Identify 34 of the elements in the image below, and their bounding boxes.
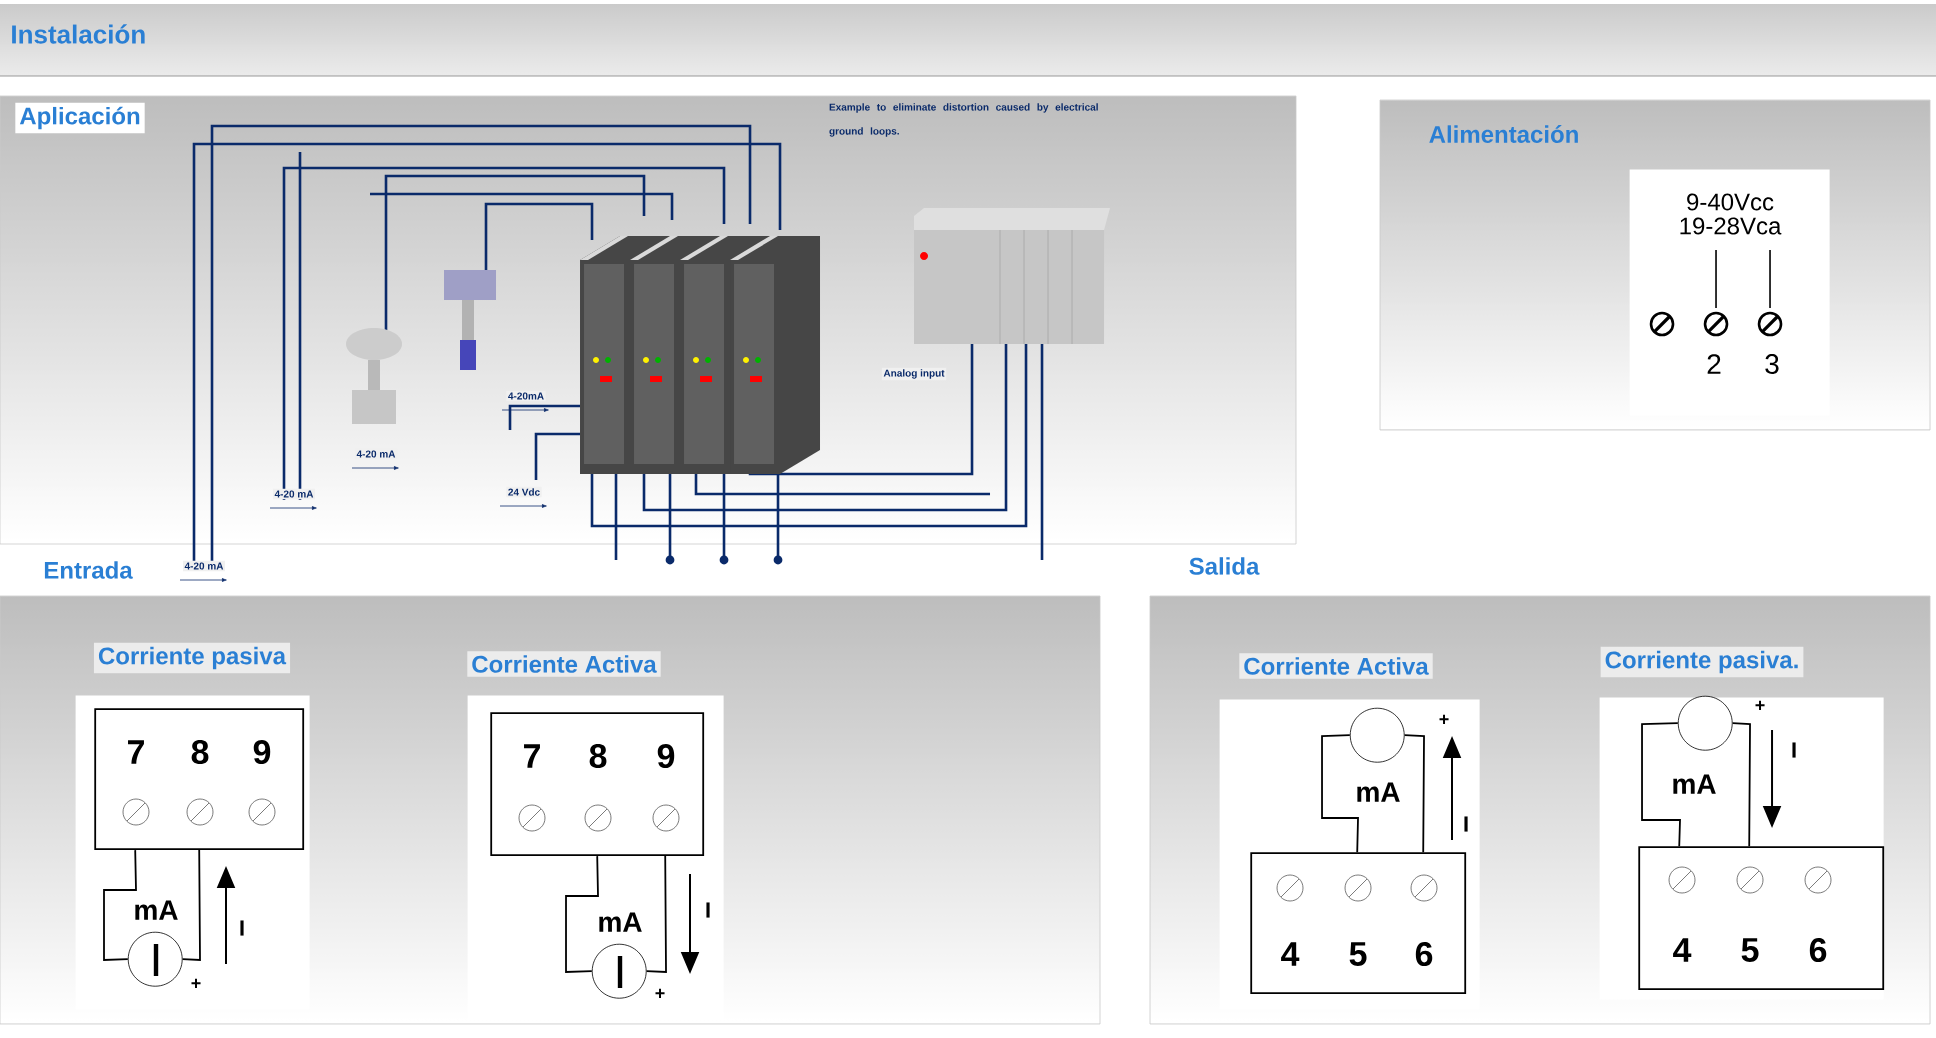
wire bbox=[565, 855, 599, 973]
meter-label: mA bbox=[599, 912, 642, 932]
wire bbox=[103, 849, 137, 961]
node-label: Corriente Activa bbox=[472, 655, 657, 673]
wire bbox=[1321, 734, 1359, 854]
wire bbox=[1641, 722, 1681, 848]
current-label: I bbox=[706, 902, 710, 918]
polarity-sign: + bbox=[191, 978, 201, 988]
wire bbox=[1403, 734, 1425, 854]
polarity-sign: + bbox=[1439, 714, 1449, 724]
wire bbox=[181, 849, 201, 961]
current-label: I bbox=[240, 920, 244, 936]
node-label: Corriente pasiva. bbox=[1605, 650, 1798, 674]
meter-label: mA bbox=[1357, 782, 1400, 802]
polarity-sign: + bbox=[1755, 700, 1765, 710]
meter-label: mA bbox=[135, 900, 178, 920]
wire bbox=[1731, 722, 1751, 848]
node-label: Corriente pasiva bbox=[98, 646, 287, 670]
node-label: Salida bbox=[1189, 557, 1260, 575]
meter-label: mA bbox=[1673, 774, 1716, 794]
current-label: I bbox=[1792, 742, 1796, 758]
node-label: Corriente Activa bbox=[1244, 657, 1429, 675]
terminal-block: 7 8 9 bbox=[94, 708, 305, 851]
node-label: 9-40Vcc 19-28Vca bbox=[1680, 193, 1782, 235]
terminal-number: 3 bbox=[1765, 354, 1779, 374]
terminal-block: 4 5 6 bbox=[1638, 846, 1885, 991]
polarity-sign: + bbox=[655, 988, 665, 998]
terminal-number: 2 bbox=[1707, 354, 1721, 374]
node-label: Entrada bbox=[44, 561, 133, 579]
terminal-block: 4 5 6 bbox=[1250, 852, 1467, 995]
wire bbox=[645, 855, 667, 973]
title-band: Instalación bbox=[0, 24, 1936, 77]
current-label: I bbox=[1464, 816, 1468, 832]
terminal-block: 7 8 9 bbox=[490, 712, 705, 857]
